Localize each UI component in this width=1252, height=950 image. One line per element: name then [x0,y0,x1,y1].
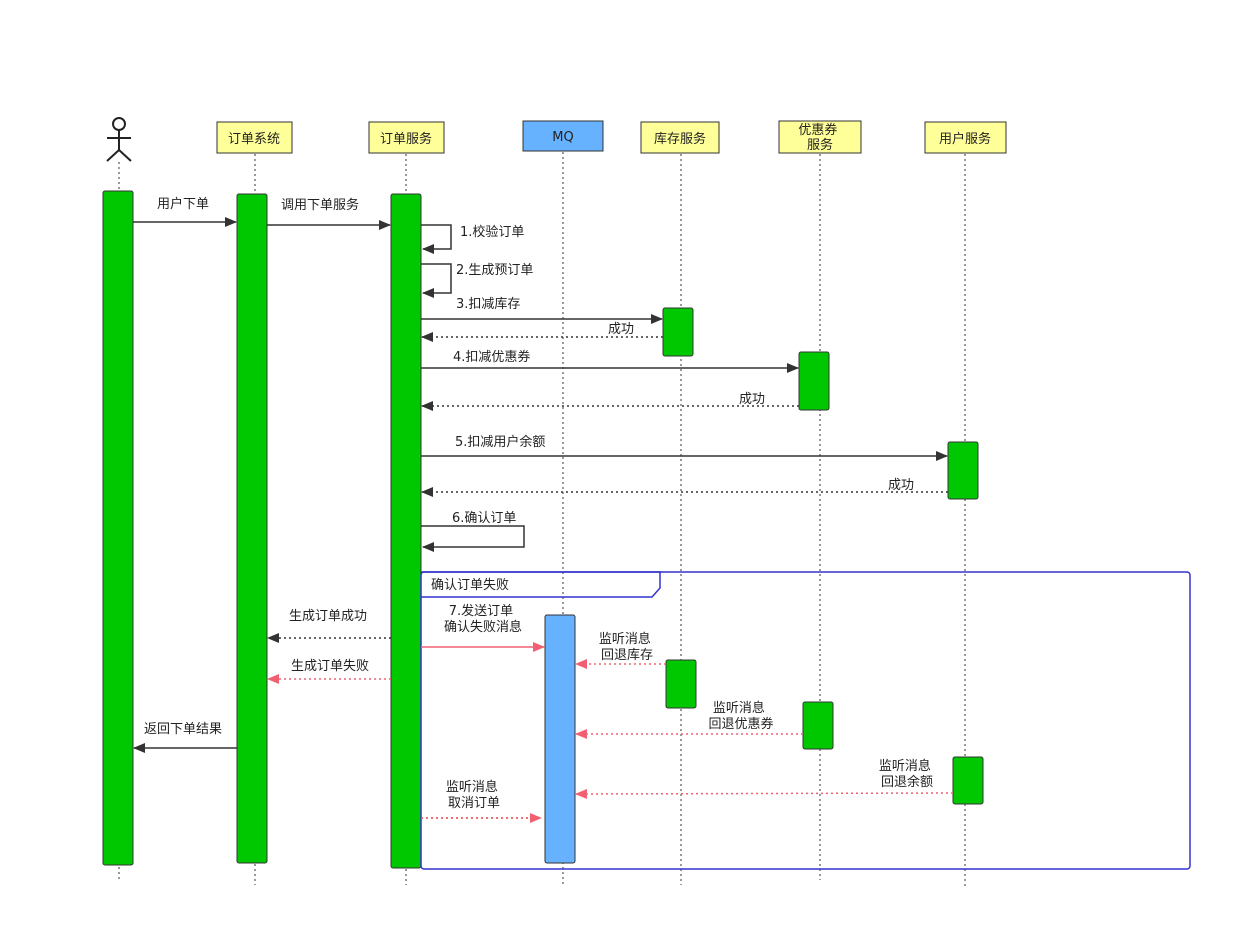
msg-label: 生成订单成功 [289,609,367,624]
participant-label: 用户服务 [939,131,991,147]
participant-order-service: 订单服务 [368,121,445,154]
msg-label: 2.生成预订单 [456,263,533,278]
participant-label: 订单系统 [228,132,280,147]
participant-order-system: 订单系统 [216,121,293,154]
msg-confirm-order [421,525,525,552]
msg-label: 返回下单结果 [144,722,222,737]
msg-label: 5.扣减用户余额 [455,434,545,450]
msg-label: 4.扣减优惠券 [453,349,530,365]
participant-label: 订单服务 [380,131,432,147]
msg-label: 7.发送订单 确认失败消息 [444,603,522,635]
msg-label: 调用下单服务 [281,197,359,213]
activation-coupon-2 [802,701,834,750]
participant-inventory: 库存服务 [640,121,720,154]
msg-validate-order [421,224,452,254]
messages: 用户下单 调用下单服务 1.校验订单 2.生成预订单 3.扣减库存 成功 4.扣… [133,196,954,823]
fragment-confirm-fail: 确认订单失败 [420,571,1191,870]
activation-order-system [236,193,268,864]
msg-label: 监听消息 回退优惠券 [708,700,773,732]
activation-inventory-2 [665,659,697,709]
msg-label: 成功 [608,322,634,337]
msg-create-pre-order [421,263,452,298]
fragment-label: 确认订单失败 [431,578,509,593]
msg-label: 6.确认订单 [452,511,516,526]
msg-label: 1.校验订单 [460,224,524,240]
msg-label: 成功 [739,392,765,407]
msg-label: 监听消息 取消订单 [446,779,502,811]
msg-rollback-balance [575,788,954,799]
participant-mq: MQ [522,120,604,152]
participants: 订单系统 订单服务 MQ 库存服务 优惠券 服务 用户服务 [216,120,1007,154]
activation-mq [544,614,576,864]
msg-label: 用户下单 [157,196,209,212]
msg-label: 监听消息 回退库存 [599,631,655,663]
activation-user-service-1 [947,441,979,500]
activation-user-service-2 [952,756,984,805]
participant-label: 优惠券 服务 [798,122,841,153]
activation-order-service [390,193,422,869]
msg-label: 成功 [888,478,914,493]
activations [102,190,984,869]
participant-coupon: 优惠券 服务 [778,120,862,154]
activation-coupon-1 [798,351,830,411]
participant-label: MQ [552,130,573,145]
activation-inventory-1 [662,307,694,357]
participant-label: 库存服务 [654,131,706,147]
msg-label: 3.扣减库存 [456,296,520,312]
participant-user-service: 用户服务 [924,121,1007,154]
msg-label: 生成订单失败 [291,659,369,674]
actor-user-icon [106,117,132,162]
msg-label: 监听消息 回退余额 [879,758,935,790]
activation-user [102,190,134,866]
